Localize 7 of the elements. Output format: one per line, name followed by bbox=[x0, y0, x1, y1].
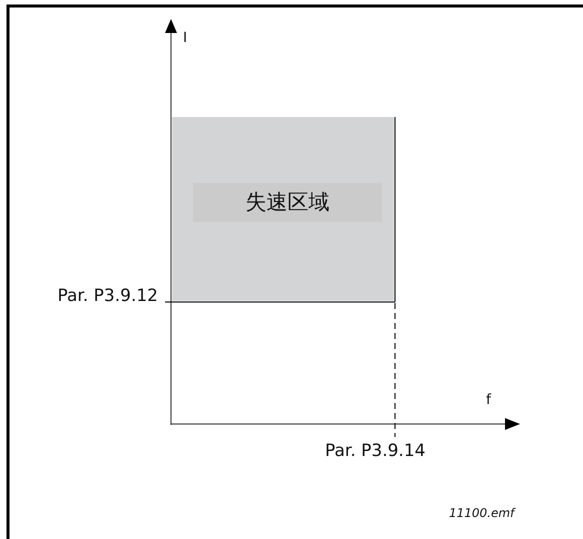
threshold-label: Par. P3.9.14 bbox=[325, 441, 426, 461]
file-name: 11100.emf bbox=[449, 506, 514, 520]
threshold-label: Par. P3.9.12 bbox=[58, 286, 158, 306]
region-label: 失速区域 bbox=[193, 183, 382, 222]
axis-label: f bbox=[486, 392, 491, 408]
stall-region bbox=[172, 117, 394, 301]
axis-label: I bbox=[183, 30, 188, 46]
